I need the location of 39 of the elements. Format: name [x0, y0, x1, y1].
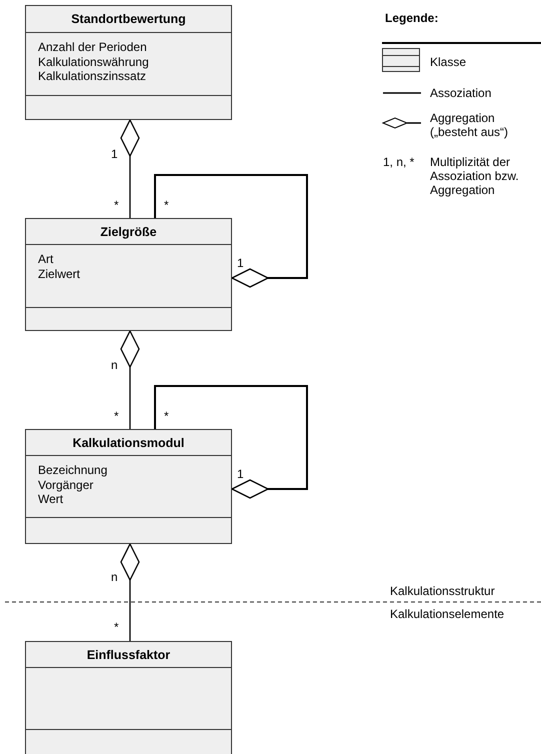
class-box	[25, 641, 232, 754]
class-box	[25, 5, 232, 120]
aggregation-connector	[154, 174, 308, 288]
multiplicity-label: n	[111, 358, 118, 372]
legend-text: Multiplizität der Assoziation bzw. Aggregation	[430, 155, 520, 197]
class-name: Zielgröße	[99, 225, 158, 239]
aggregation-connector	[154, 385, 308, 499]
multiplicity-label: n	[111, 570, 118, 584]
attribute-text: Wert	[38, 492, 64, 506]
attribute-text: Kalkulationszinssatz	[38, 69, 146, 83]
attribute-text: Zielwert	[38, 266, 80, 280]
attribute-text: Vorgänger	[38, 478, 94, 492]
legend-text: Klasse	[430, 55, 468, 69]
class-name: Standortbewertung	[70, 12, 187, 26]
multiplicity-label: *	[114, 620, 119, 634]
attribute-text: Kalkulationswährung	[38, 54, 149, 68]
aggregation-connector	[120, 330, 140, 429]
attribute-text: Art	[38, 252, 54, 266]
multiplicity-label: *	[114, 409, 119, 423]
class-box	[25, 429, 232, 544]
multiplicity-label: *	[114, 198, 119, 212]
legend-title: Legende:	[385, 11, 438, 25]
class-name: Kalkulationsmodul	[72, 436, 186, 450]
class-box	[25, 218, 232, 331]
legend-text: Assoziation	[430, 86, 492, 100]
multiplicity-label: 1	[111, 147, 118, 161]
aggregation-connector	[120, 543, 140, 641]
multiplicity-label: 1	[237, 256, 244, 270]
attribute-text: Anzahl der Perioden	[38, 40, 147, 54]
multiplicity-sample: 1, n, *	[383, 155, 414, 169]
section-label: Kalkulationselemente	[390, 607, 504, 621]
legend-text: Aggregation („besteht aus“)	[430, 111, 510, 139]
attribute-text: Bezeichnung	[38, 463, 108, 477]
aggregation-connector	[120, 119, 140, 218]
multiplicity-label: *	[164, 409, 169, 423]
section-label: Kalkulationsstruktur	[390, 584, 495, 598]
multiplicity-label: *	[164, 198, 169, 212]
multiplicity-label: 1	[237, 467, 244, 481]
class-name: Einflussfaktor	[86, 648, 172, 662]
